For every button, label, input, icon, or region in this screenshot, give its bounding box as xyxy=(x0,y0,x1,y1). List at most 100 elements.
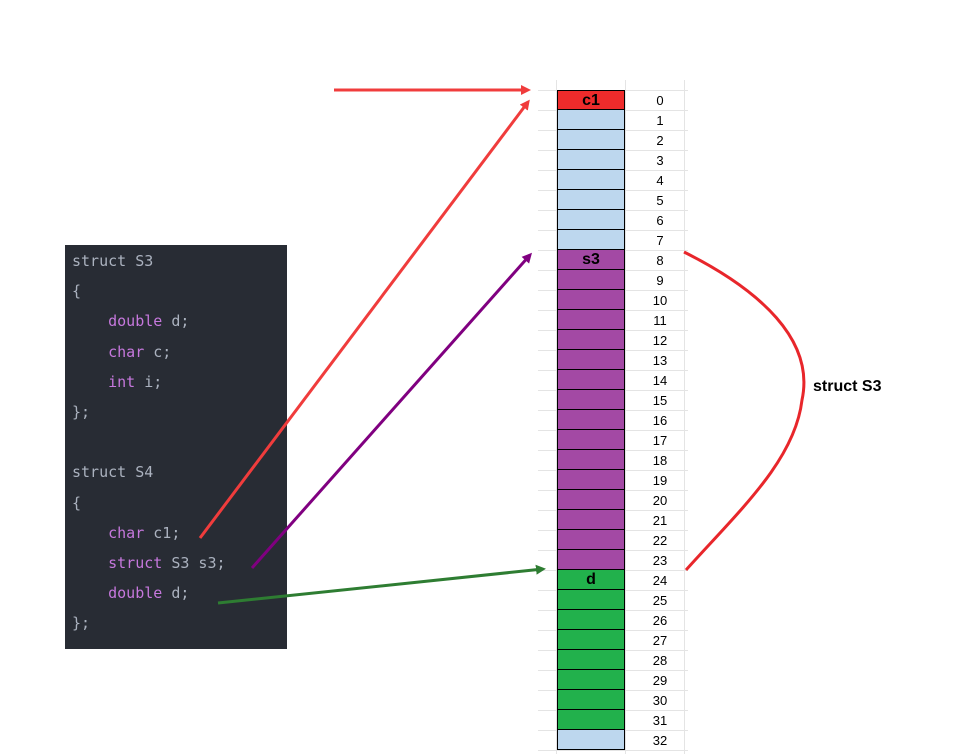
memory-cell xyxy=(557,330,625,350)
code-line: struct S3 xyxy=(72,251,153,271)
byte-offset: 30 xyxy=(652,693,668,708)
memory-cell xyxy=(557,290,625,310)
memory-cell xyxy=(557,450,625,470)
code-text: d; xyxy=(162,584,190,603)
d-arrow xyxy=(217,564,546,605)
byte-offset: 24 xyxy=(652,573,668,588)
code-keyword: double xyxy=(108,312,163,331)
c1-arrow xyxy=(198,99,530,539)
byte-offset: 19 xyxy=(652,473,668,488)
byte-offset: 12 xyxy=(652,333,668,348)
byte-offset: 22 xyxy=(652,533,668,548)
memory-cell-s3: s3 xyxy=(557,250,625,270)
code-line: char c1; xyxy=(72,523,180,543)
code-text: c; xyxy=(144,342,172,361)
s3-arrow xyxy=(250,252,532,569)
code-line: }; xyxy=(72,613,90,633)
byte-offset: 5 xyxy=(656,193,664,208)
code-text: { xyxy=(72,493,82,512)
memory-cell xyxy=(557,470,625,490)
code-keyword: int xyxy=(108,372,136,391)
byte-offset: 2 xyxy=(656,133,664,148)
byte-offset: 4 xyxy=(656,173,664,188)
memory-cell xyxy=(557,510,625,530)
code-line: double d; xyxy=(72,583,189,603)
memory-cell-c1: c1 xyxy=(557,90,625,110)
grid-line-horizontal xyxy=(538,750,688,751)
code-text: }; xyxy=(72,614,91,633)
memory-cell xyxy=(557,210,625,230)
memory-cell xyxy=(557,670,625,690)
byte-offset: 21 xyxy=(652,513,668,528)
code-text: { xyxy=(72,282,82,301)
byte-offset: 18 xyxy=(652,453,668,468)
memory-cell xyxy=(557,550,625,570)
byte-offset: 15 xyxy=(652,393,668,408)
memory-cell-d: d xyxy=(557,570,625,590)
memory-cell xyxy=(557,490,625,510)
code-line: struct S3 s3; xyxy=(72,553,226,573)
code-text: i; xyxy=(135,372,163,391)
code-text: struct S4 xyxy=(72,463,154,482)
memory-cell xyxy=(557,150,625,170)
code-text: S3 s3; xyxy=(162,554,226,572)
grid-line-vertical xyxy=(684,80,685,754)
grid-line-vertical xyxy=(556,80,557,754)
code-text: }; xyxy=(72,403,91,421)
memory-cell xyxy=(557,430,625,450)
byte-offset: 26 xyxy=(652,613,668,628)
code-text: c1; xyxy=(144,523,181,542)
memory-cell xyxy=(557,110,625,130)
byte-offset: 11 xyxy=(653,313,667,328)
memory-cell xyxy=(557,370,625,390)
byte-offset: 10 xyxy=(652,293,668,308)
byte-offset: 0 xyxy=(656,93,664,108)
byte-offset: 32 xyxy=(652,733,668,748)
byte-offset: 6 xyxy=(656,213,664,228)
memory-cell xyxy=(557,690,625,710)
byte-offset: 29 xyxy=(652,673,668,688)
code-line: int i; xyxy=(72,372,162,392)
memory-cell xyxy=(557,610,625,630)
code-text: struct S3 xyxy=(72,252,154,270)
byte-offset: 25 xyxy=(652,593,668,608)
memory-cell xyxy=(557,730,625,750)
memory-cell xyxy=(557,590,625,610)
code-line: { xyxy=(72,493,81,513)
memory-cell xyxy=(557,190,625,210)
struct-s3-bracket xyxy=(683,250,806,572)
memory-cell xyxy=(557,230,625,250)
code-line: }; xyxy=(72,402,90,422)
code-line: char c; xyxy=(72,342,171,362)
byte-offset: 7 xyxy=(656,233,664,248)
code-line: struct S4 xyxy=(72,462,153,482)
memory-cell xyxy=(557,390,625,410)
grid-line-vertical xyxy=(625,80,626,754)
code-panel: struct S3 { double d; char c; int i;}; str… xyxy=(65,245,287,649)
memory-cell xyxy=(557,350,625,370)
byte-offset: 23 xyxy=(652,553,668,568)
byte-offset: 3 xyxy=(656,153,664,168)
byte-offset: 16 xyxy=(652,413,668,428)
byte-offset: 13 xyxy=(652,353,668,368)
memory-cell xyxy=(557,650,625,670)
memory-cell xyxy=(557,710,625,730)
struct-s3-label: struct S3 xyxy=(813,378,882,395)
memory-cell xyxy=(557,630,625,650)
memory-cell xyxy=(557,310,625,330)
code-text: d; xyxy=(162,312,190,331)
memory-cell xyxy=(557,410,625,430)
byte-offset: 17 xyxy=(652,433,668,448)
memory-cell xyxy=(557,170,625,190)
code-keyword: char xyxy=(108,523,145,542)
byte-offset: 20 xyxy=(652,493,668,508)
memory-cell xyxy=(557,130,625,150)
byte-offset: 28 xyxy=(652,653,668,668)
byte-offset: 27 xyxy=(652,633,668,648)
code-keyword: double xyxy=(108,584,163,603)
byte-offset: 9 xyxy=(656,273,664,288)
byte-offset: 1 xyxy=(656,113,664,128)
byte-offset: 8 xyxy=(656,253,664,268)
code-line: double d; xyxy=(72,311,189,331)
